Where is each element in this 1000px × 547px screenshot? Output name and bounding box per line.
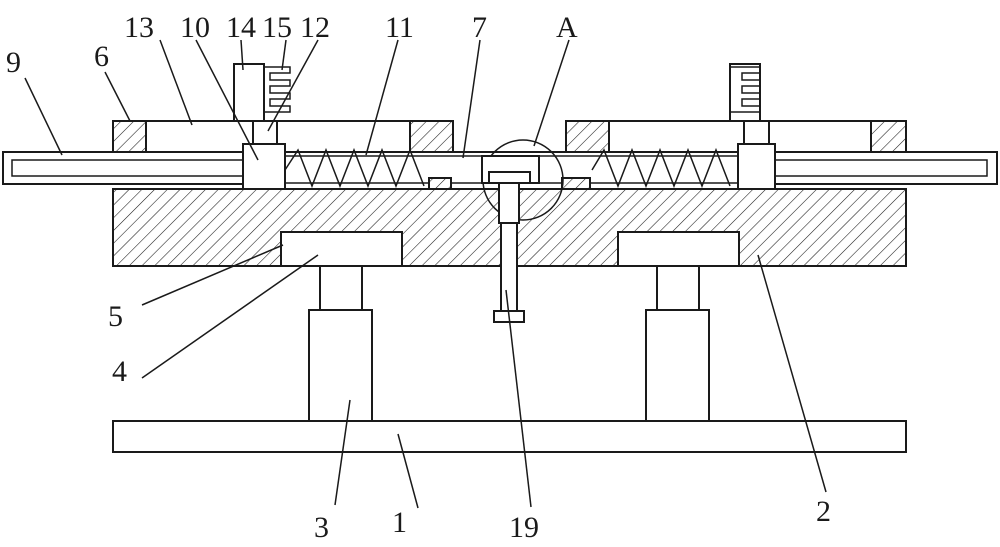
- bolt-shank: [500, 222, 518, 312]
- cylinder-right: [645, 309, 710, 422]
- label-5: 5: [108, 300, 123, 333]
- cylinder-left: [308, 309, 373, 422]
- spring-right: [591, 147, 731, 189]
- label-1: 1: [392, 506, 407, 539]
- guide-rail-right: [774, 151, 998, 185]
- guide-rail-left: [2, 151, 244, 185]
- piston-rod-right: [656, 261, 700, 311]
- channel-hatch-right: [561, 177, 591, 190]
- label-14: 14: [226, 11, 256, 44]
- base-plate: [112, 420, 907, 453]
- label-2: 2: [816, 495, 831, 528]
- label-12: 12: [300, 11, 330, 44]
- label-a: A: [556, 11, 578, 44]
- bolt-head: [488, 171, 531, 184]
- top-plate-right: [565, 120, 907, 153]
- top-plate-left-hatch-a: [112, 120, 147, 153]
- piston-rod-left: [319, 261, 363, 311]
- top-plate-left-hatch-b: [409, 120, 454, 153]
- post-right: [743, 120, 770, 145]
- label-15: 15: [262, 11, 292, 44]
- rack-teeth-right: [730, 66, 761, 113]
- spring-left: [284, 147, 425, 189]
- label-6: 6: [94, 40, 109, 73]
- rack-teeth-left: [264, 66, 291, 113]
- label-3: 3: [314, 511, 329, 544]
- label-4: 4: [112, 355, 127, 388]
- label-19: 19: [509, 511, 539, 544]
- label-9: 9: [6, 46, 21, 79]
- slider-right: [737, 143, 776, 190]
- top-plate-right-hatch-a: [565, 120, 610, 153]
- bolt-neck: [498, 182, 520, 224]
- post-left: [252, 120, 278, 145]
- rack-left: [233, 63, 265, 122]
- channel-hatch-left: [428, 177, 452, 190]
- label-7: 7: [472, 11, 487, 44]
- top-plate-right-hatch-b: [870, 120, 907, 153]
- leader-lines: [24, 39, 827, 509]
- label-11: 11: [385, 11, 414, 44]
- label-10: 10: [180, 11, 210, 44]
- slider-left: [242, 143, 286, 190]
- cavity-left: [280, 231, 403, 267]
- label-13: 13: [124, 11, 154, 44]
- cavity-right: [617, 231, 740, 267]
